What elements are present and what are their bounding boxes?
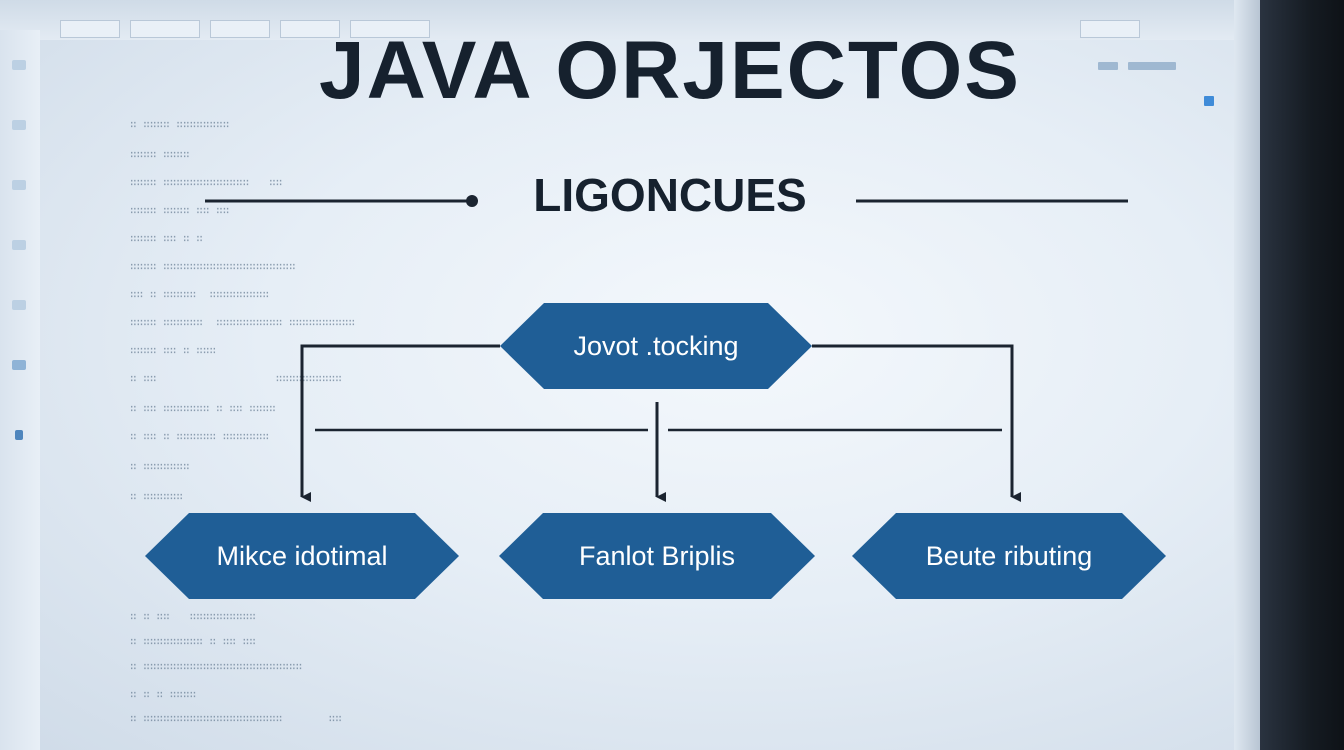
code-line: ∷ ∷∷ ∷∷∷∷∷∷∷ ∷ ∷∷ ∷∷∷∷: [130, 402, 276, 415]
ide-tab: [280, 20, 340, 38]
code-line: ∷∷∷∷ ∷∷∷∷∷∷∷∷∷∷∷∷∷ ∷∷: [130, 176, 283, 189]
ide-tab: [130, 20, 200, 38]
code-line: ∷ ∷∷∷∷∷∷: [130, 490, 183, 503]
sidebar-icon: [15, 430, 23, 440]
node-shape: [145, 513, 459, 599]
code-line: ∷∷∷∷ ∷∷∷∷∷∷∷∷∷∷∷∷∷∷∷∷∷∷∷∷: [130, 260, 296, 273]
node-top: Jovot .tocking: [500, 303, 812, 389]
code-line: ∷ ∷ ∷ ∷∷∷∷: [130, 688, 197, 701]
sidebar-icon: [12, 300, 26, 310]
code-line: ∷ ∷ ∷∷ ∷∷∷∷∷∷∷∷∷∷: [130, 610, 256, 623]
node-left-label: Mikce idotimal: [216, 540, 388, 571]
node-shape: [500, 303, 812, 389]
code-line: ∷∷ ∷ ∷∷∷∷∷ ∷∷∷∷∷∷∷∷∷: [130, 288, 270, 301]
subtitle-rule-dot: [466, 195, 478, 207]
sidebar-icon: [12, 120, 26, 130]
ide-tab: [210, 20, 270, 38]
node-shape: [499, 513, 815, 599]
toolbar-icon: [1128, 62, 1176, 70]
ide-tab: [60, 20, 120, 38]
sidebar-icon: [12, 360, 26, 370]
code-line: ∷ ∷∷ ∷ ∷∷∷∷∷∷ ∷∷∷∷∷∷∷: [130, 430, 270, 443]
code-line: ∷ ∷∷ ∷∷∷∷∷∷∷∷∷∷: [130, 372, 342, 385]
ide-tab: [1080, 20, 1140, 38]
code-line: ∷ ∷∷∷∷∷∷∷∷∷∷∷∷∷∷∷∷∷∷∷∷∷∷∷∷: [130, 660, 303, 673]
ide-tab: [350, 20, 430, 38]
ide-top-bar: [0, 0, 1300, 40]
node-right: Beute ributing: [852, 513, 1166, 599]
node-center: Fanlot Briplis: [499, 513, 815, 599]
code-line: ∷∷∷∷ ∷∷∷∷: [130, 148, 190, 161]
monitor-bezel: [1260, 0, 1344, 750]
sidebar-icon: [12, 240, 26, 250]
sidebar-icon: [12, 180, 26, 190]
code-line: ∷∷∷∷ ∷∷∷∷∷∷ ∷∷∷∷∷∷∷∷∷∷ ∷∷∷∷∷∷∷∷∷∷: [130, 316, 356, 329]
code-line: ∷∷∷∷ ∷∷ ∷ ∷∷∷: [130, 344, 217, 357]
sidebar-icon: [12, 60, 26, 70]
code-line: ∷∷∷∷ ∷∷∷∷ ∷∷ ∷∷: [130, 204, 230, 217]
connector-to-left: [300, 344, 500, 502]
code-line: ∷ ∷∷∷∷ ∷∷∷∷∷∷∷∷: [130, 118, 230, 131]
connector-to-right: [812, 344, 1021, 502]
diagram-title: JAVA ORJECTOS: [319, 25, 1021, 116]
monitor-edge: [1234, 0, 1260, 750]
status-icon: [1204, 96, 1214, 106]
code-line: ∷ ∷∷∷∷∷∷∷∷∷ ∷ ∷∷ ∷∷: [130, 635, 256, 648]
node-shape: [852, 513, 1166, 599]
code-line: ∷ ∷∷∷∷∷∷∷∷∷∷∷∷∷∷∷∷∷∷∷∷∷ ∷∷: [130, 712, 342, 725]
node-top-label: Jovot .tocking: [573, 330, 739, 361]
diagram-subtitle: LIGONCUES: [533, 169, 807, 221]
node-left: Mikce idotimal: [145, 513, 459, 599]
code-line: ∷ ∷∷∷∷∷∷∷: [130, 460, 190, 473]
toolbar-icon: [1098, 62, 1118, 70]
node-right-label: Beute ributing: [925, 540, 1093, 571]
node-center-label: Fanlot Briplis: [578, 540, 736, 571]
code-line: ∷∷∷∷ ∷∷ ∷ ∷: [130, 232, 203, 245]
ide-left-gutter: [0, 30, 40, 750]
